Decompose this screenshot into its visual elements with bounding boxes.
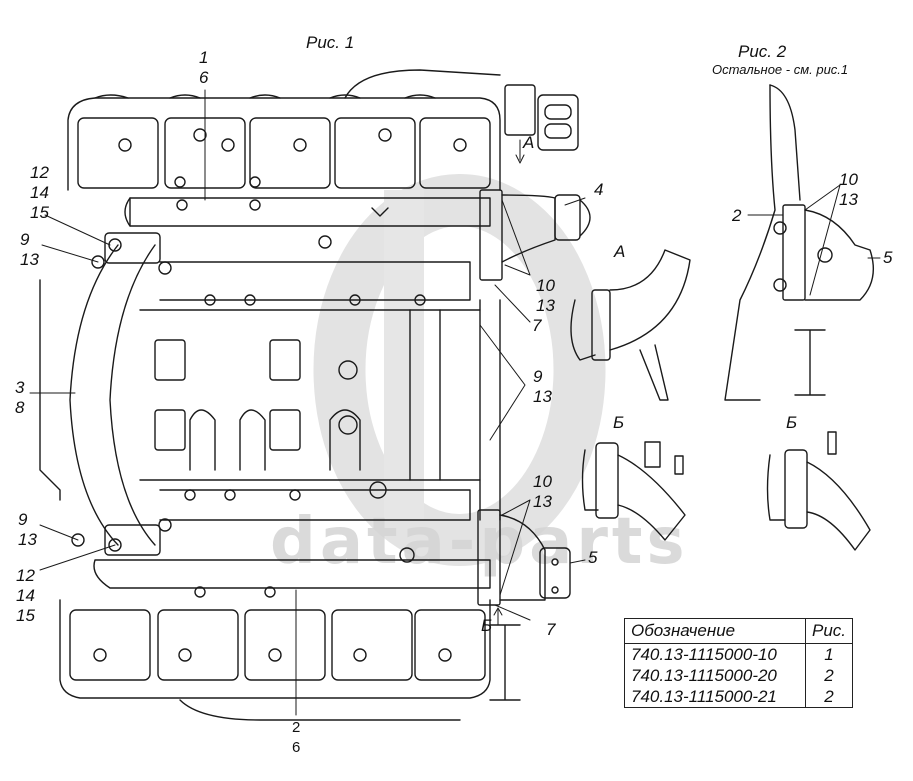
manifold-top [124,197,491,249]
callout-number: 14 [30,183,49,202]
table-row: 740.13-1115000-21 2 [624,686,854,708]
manifold-bottom [93,547,491,598]
designation-cell: 740.13-1115000-21 [624,686,806,708]
callout-number: 3 [15,378,25,397]
header-figure: Рис. [804,618,854,644]
callout-number: 9 [533,367,543,386]
fig2-callout-2: 2 [732,206,741,226]
callout-number: 9 [20,230,30,249]
callout-number: 5 [588,548,598,567]
figure-cell: 1 [804,643,854,665]
detail-view-a [570,249,691,401]
callout-3-8: 3 8 [15,378,24,418]
callout-number: 12 [30,163,49,182]
callout-12-14-15-bottom: 12 14 15 [16,566,35,626]
detail-view-a-label: А [614,242,626,261]
figure2-subtitle: Остальное - см. рис.1 [712,62,849,77]
figure-cell: 2 [804,686,854,708]
callout-number: 13 [20,250,39,269]
view-marker-a: А [523,133,535,152]
callout-2-6: 2 6 [292,718,300,758]
fig2-callout-10-13: 10 13 [839,170,858,210]
detail-view-b-fig2-label: Б [786,413,798,432]
detail-view-b-fig1 [581,441,686,541]
callout-1-6: 1 6 [199,48,208,88]
detail-view-b-fig1-label: Б [613,413,625,432]
detail-view-b-fig2 [766,431,871,551]
figure2-title: Рис. 2 [738,42,787,61]
designation-cell: 740.13-1115000-20 [624,665,806,686]
turbo-flange-bottom [477,509,571,701]
callout-7-bottom: 7 [546,620,555,640]
callout-number: 2 [732,206,742,225]
designation-cell: 740.13-1115000-10 [624,643,806,665]
callout-9-13-bottom: 9 13 [18,510,37,550]
callout-number: 4 [594,180,604,199]
table-row: 740.13-1115000-20 2 [624,665,854,686]
callout-number: 13 [536,296,555,315]
engine-block [39,261,501,521]
leader-lines [29,89,881,716]
callout-9-13-top: 9 13 [20,230,39,270]
callout-number: 10 [533,472,552,491]
header-designation: Обозначение [624,618,806,644]
figure-cell: 2 [804,665,854,686]
table-header-row: Обозначение Рис. [624,618,854,644]
callout-10-13-top: 10 13 [536,276,555,316]
figure1-title: Рис. 1 [306,33,355,52]
cylinder-heads-top [67,69,501,191]
callout-12-14-15-top: 12 14 15 [30,163,49,223]
callout-number: 13 [533,387,552,406]
crossover-pipe [69,232,172,556]
callout-number: 2 [292,719,301,736]
callout-number: 6 [199,68,209,87]
callout-number: 13 [839,190,858,209]
turbo-flange-top [479,84,591,281]
table-row: 740.13-1115000-10 1 [624,643,854,665]
callout-number: 7 [532,316,542,335]
callout-7-top: 7 [532,316,541,336]
callout-5: 5 [588,548,597,568]
callout-number: 5 [883,248,893,267]
callout-number: 1 [199,48,209,67]
view-marker-b: Б [481,616,493,635]
callout-number: 15 [30,203,49,222]
designation-table: Обозначение Рис. 740.13-1115000-10 1 740… [624,618,854,708]
callout-number: 7 [546,620,556,639]
fig2-manifold-view [724,84,874,401]
callout-number: 13 [18,530,37,549]
callout-number: 10 [839,170,858,189]
cylinder-heads-bottom [59,599,491,721]
callout-number: 8 [15,398,25,417]
callout-number: 10 [536,276,555,295]
callout-number: 15 [16,606,35,625]
callout-number: 6 [292,739,301,756]
callout-9-13-right: 9 13 [533,367,552,407]
callout-4: 4 [594,180,603,200]
callout-number: 9 [18,510,28,529]
callout-10-13-bottom: 10 13 [533,472,552,512]
fig2-callout-5: 5 [883,248,892,268]
callout-number: 13 [533,492,552,511]
callout-number: 14 [16,586,35,605]
callout-number: 12 [16,566,35,585]
